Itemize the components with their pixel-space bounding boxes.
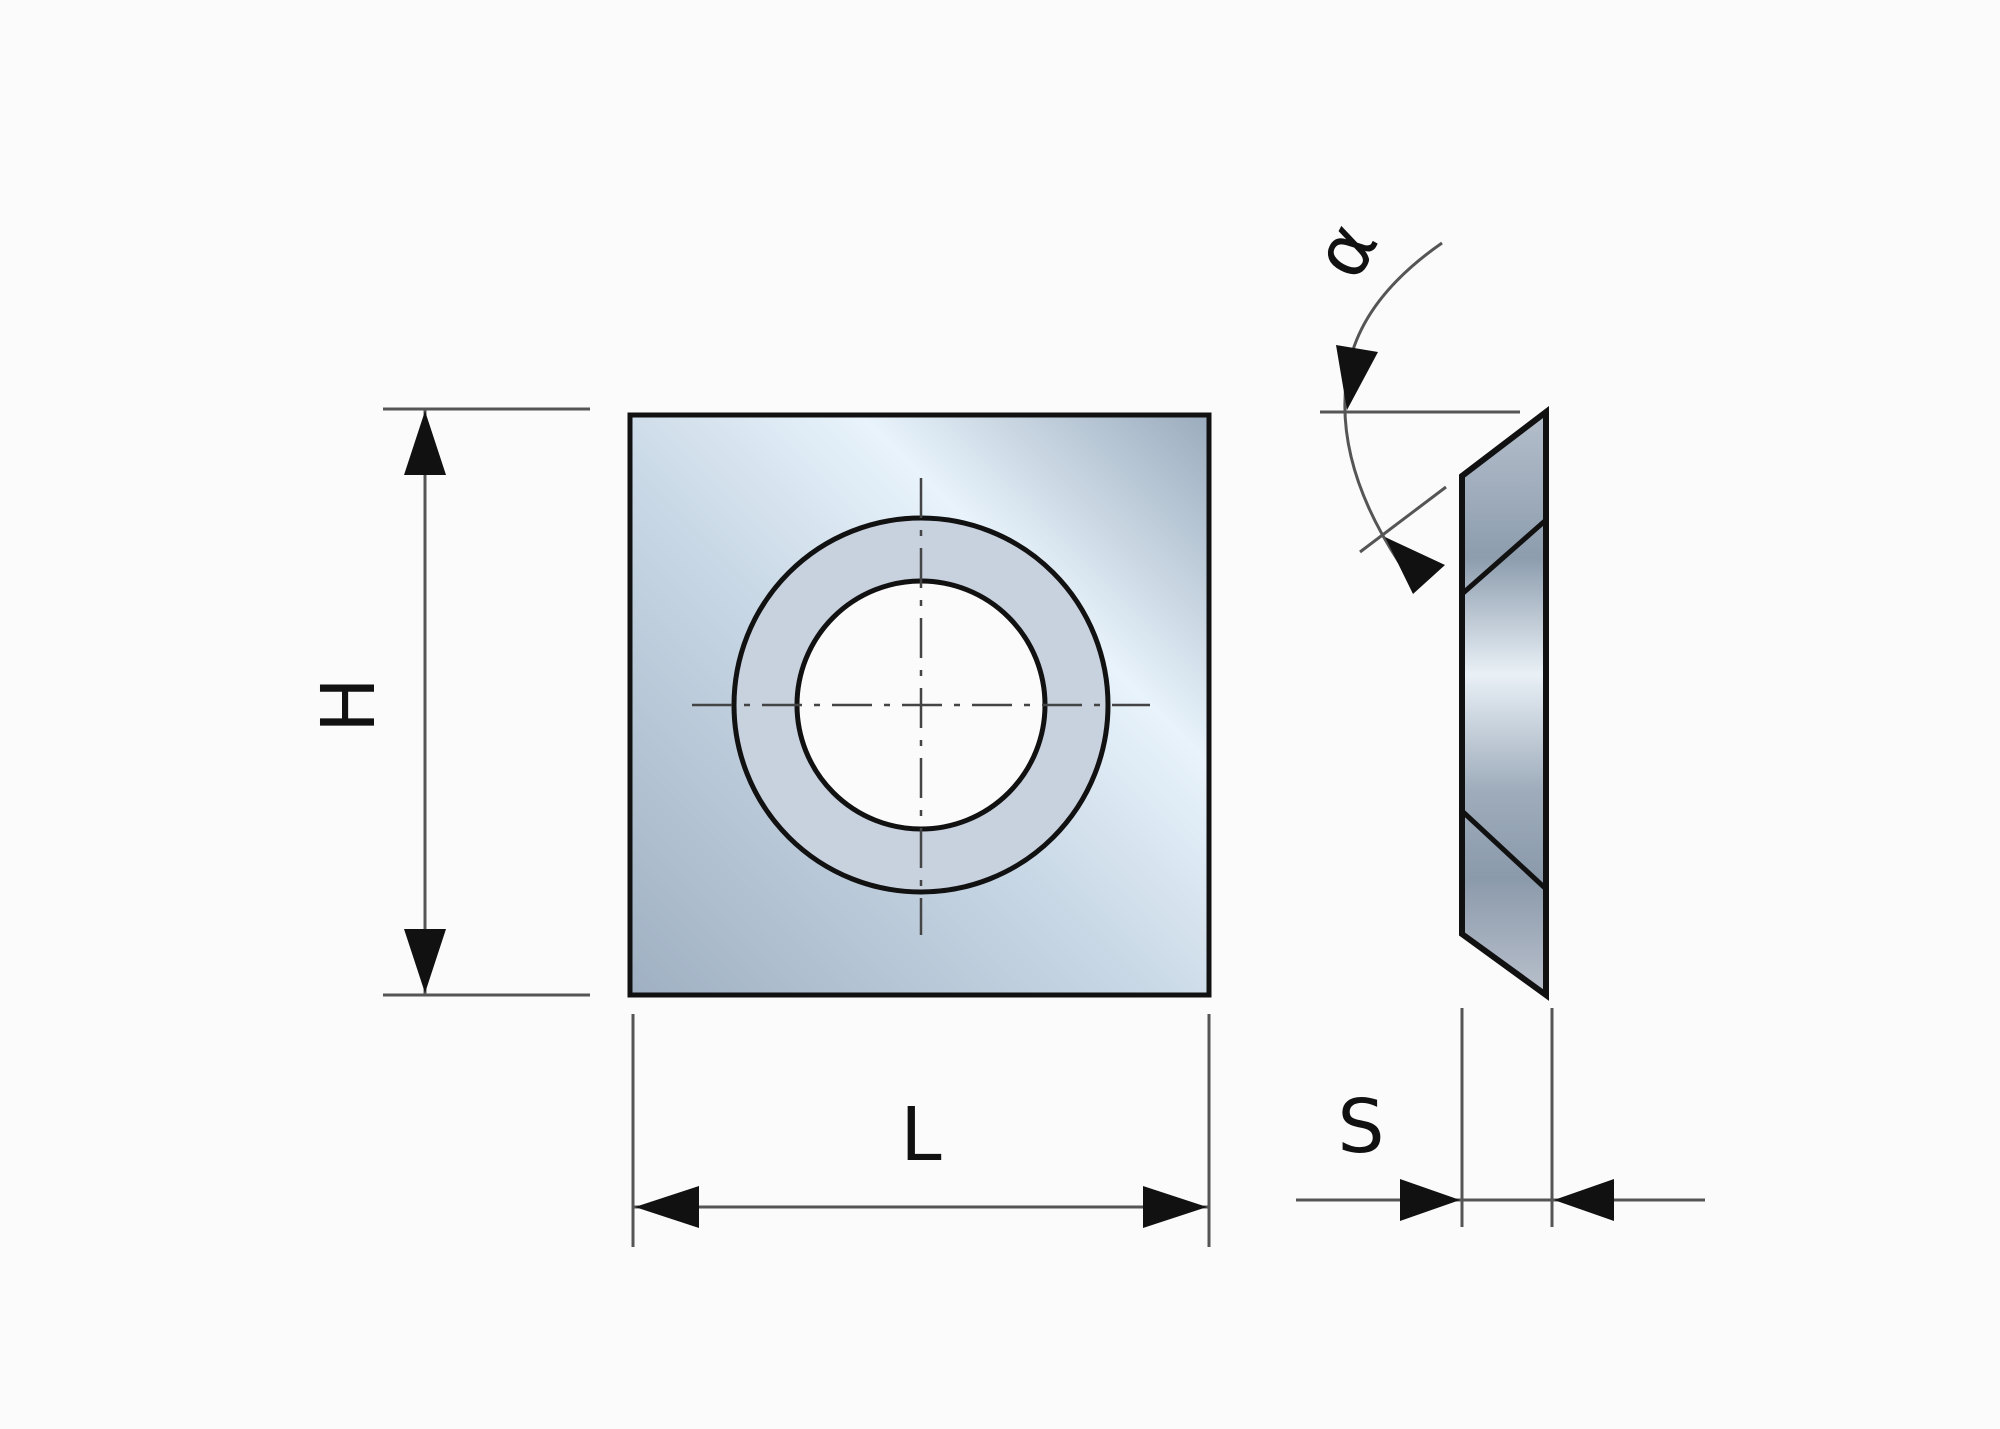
arrow-down-right-icon [1385, 537, 1445, 594]
arrow-right-icon [1400, 1179, 1460, 1221]
thickness-label: S [1338, 1084, 1385, 1170]
arrow-down-icon [404, 929, 446, 993]
arrow-left-icon [1554, 1179, 1614, 1221]
side-view [1459, 405, 1549, 1001]
arrow-right-icon [1143, 1186, 1207, 1228]
front-view [627, 412, 1212, 998]
arrow-left-icon [635, 1186, 699, 1228]
insert-side [1459, 405, 1549, 1001]
arrow-up-icon [404, 411, 446, 475]
angle-label: α [1297, 209, 1396, 292]
arrow-down-icon [1336, 345, 1378, 410]
thickness-dimension: S [1296, 1008, 1705, 1227]
height-label: H [306, 677, 392, 733]
height-dimension: H [306, 407, 590, 997]
length-dimension: L [631, 1014, 1211, 1247]
length-label: L [900, 1092, 941, 1178]
